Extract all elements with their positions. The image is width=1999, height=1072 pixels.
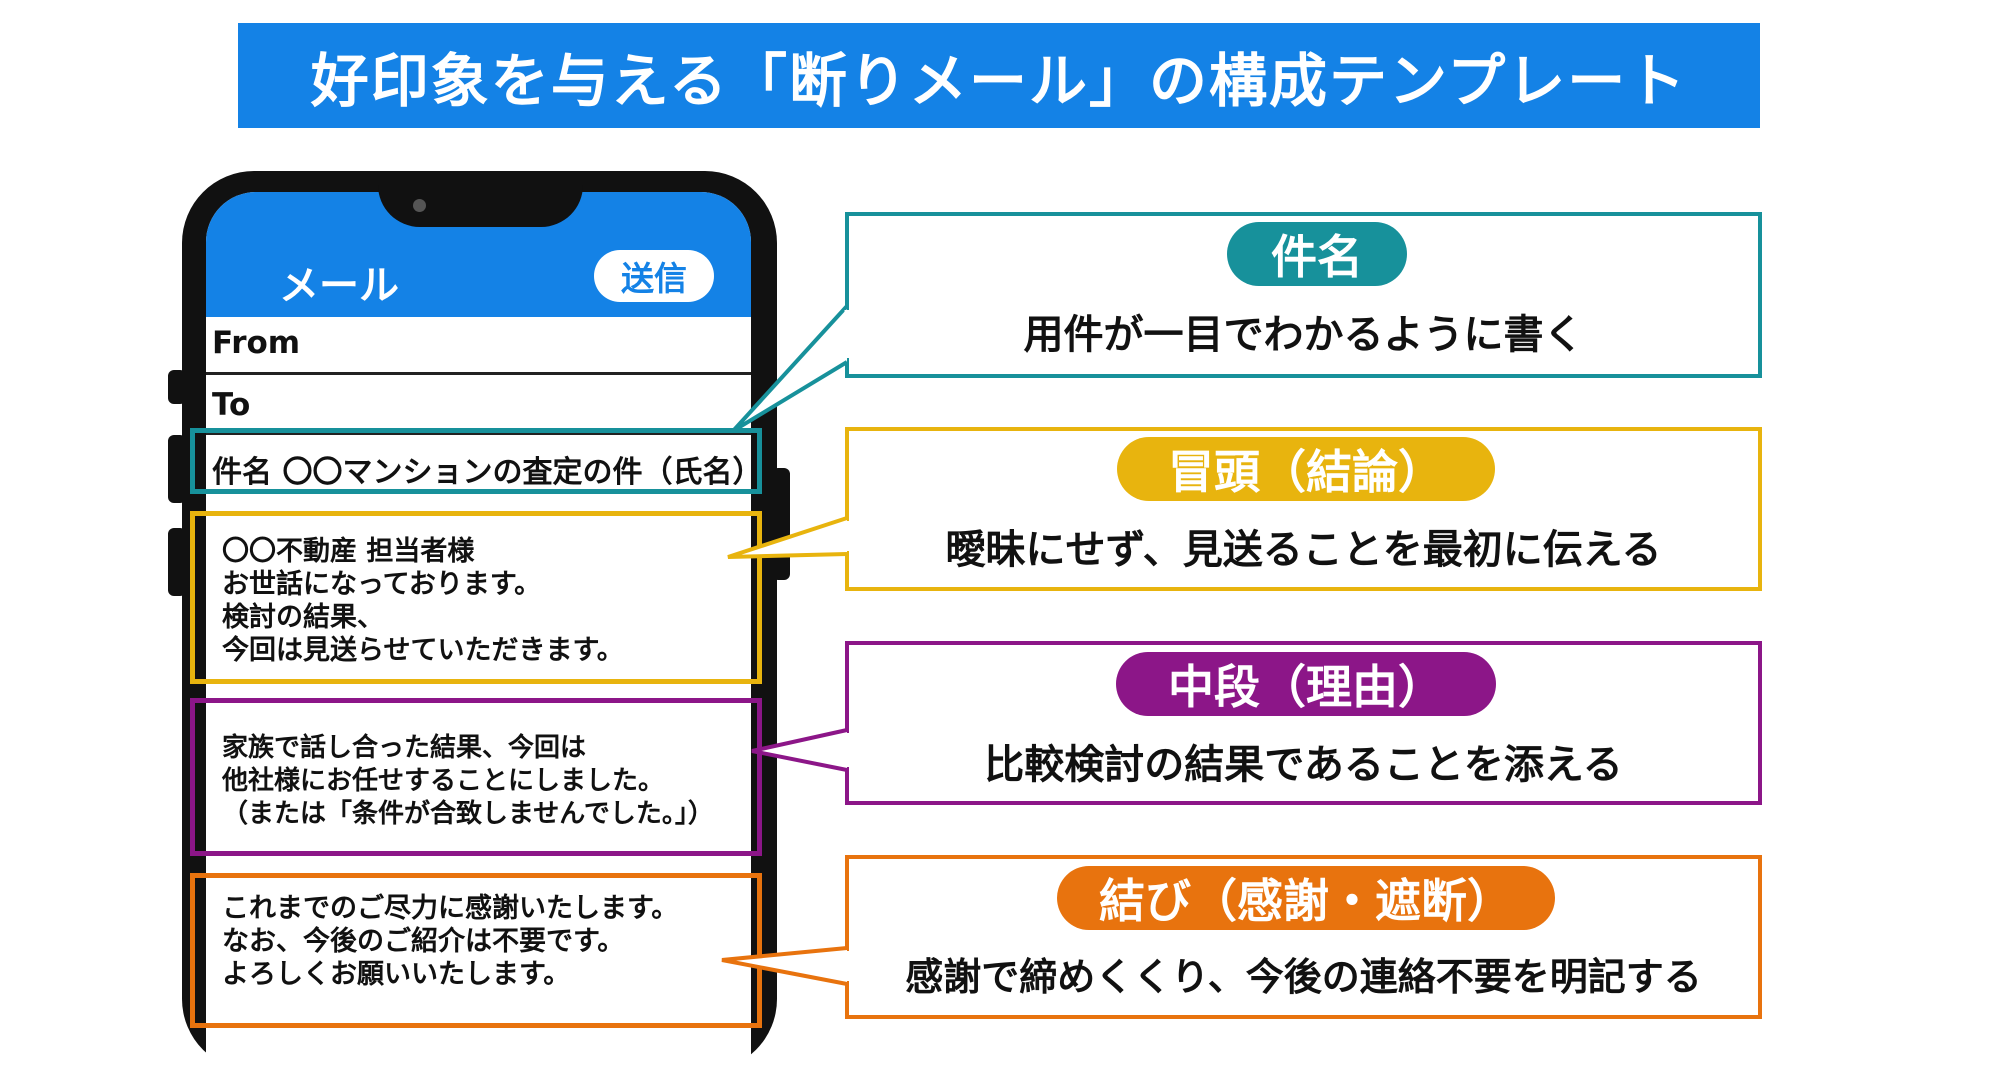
- title-banner: 好印象を与える「断りメール」の構成テンプレート: [238, 23, 1760, 128]
- field-divider: [206, 372, 751, 375]
- closing-highlight-box: [190, 873, 762, 1028]
- page-title: 好印象を与える「断りメール」の構成テンプレート: [310, 46, 1688, 115]
- phone-notch: [378, 171, 583, 227]
- opening-label-pill: 冒頭（結論）: [1117, 437, 1495, 501]
- body-line: 〇〇不動産 担当者様: [222, 536, 475, 567]
- middle-highlight-box: [190, 698, 762, 856]
- middle-connector: [751, 728, 848, 772]
- phone-side-button: [168, 370, 186, 404]
- opening-highlight-box: [190, 511, 762, 684]
- body-line: （または「条件が合致しませんでした。」）: [222, 799, 714, 829]
- opening-connector: [727, 516, 848, 559]
- subject-description: 用件が一目でわかるように書く: [1023, 312, 1584, 358]
- mail-header-title: メール: [279, 263, 399, 309]
- body-line: お世話になっております。: [222, 569, 542, 600]
- closing-description: 感謝で締めくくり、今後の連絡不要を明記する: [905, 955, 1702, 999]
- from-field[interactable]: From: [212, 325, 301, 361]
- subject-callout-box: [845, 212, 1762, 378]
- camera-icon: [413, 199, 426, 212]
- opening-body-text: 〇〇不動産 担当者様 お世話になっております。 検討の結果、 今回は見送らせてい…: [222, 535, 624, 667]
- middle-description: 比較検討の結果であることを添える: [984, 742, 1623, 788]
- subject-label-pill: 件名: [1227, 222, 1407, 286]
- opening-description: 曖昧にせず、見送ることを最初に伝える: [945, 527, 1662, 573]
- field-divider: [206, 432, 751, 435]
- callout-connectors: [721, 304, 850, 986]
- subject-highlight-box: [190, 428, 762, 494]
- subject-field[interactable]: 件名 〇〇マンションの査定の件（氏名）: [212, 455, 763, 490]
- phone-volume-up-button: [168, 435, 186, 503]
- body-line: なお、今後のご紹介は不要です。: [222, 926, 625, 957]
- closing-connector: [721, 946, 848, 986]
- body-line: 検討の結果、: [222, 602, 384, 633]
- body-line: 今回は見送らせていただきます。: [222, 635, 624, 666]
- middle-label-pill: 中段（理由）: [1116, 652, 1496, 716]
- body-line: よろしくお願いいたします。: [222, 959, 571, 990]
- body-line: 他社様にお任せすることにしました。: [222, 766, 665, 796]
- send-button[interactable]: 送信: [594, 250, 714, 302]
- phone-volume-down-button: [168, 528, 186, 596]
- closing-label-pill: 結び（感謝・遮断）: [1057, 866, 1555, 930]
- body-line: これまでのご尽力に感謝いたします。: [222, 893, 679, 924]
- body-line: 家族で話し合った結果、今回は: [222, 733, 587, 763]
- middle-body-text: 家族で話し合った結果、今回は 他社様にお任せすることにしました。 （または「条件…: [222, 732, 714, 831]
- closing-body-text: これまでのご尽力に感謝いたします。 なお、今後のご紹介は不要です。 よろしくお願…: [222, 892, 678, 991]
- to-field[interactable]: To: [212, 387, 251, 423]
- subject-connector: [731, 304, 849, 433]
